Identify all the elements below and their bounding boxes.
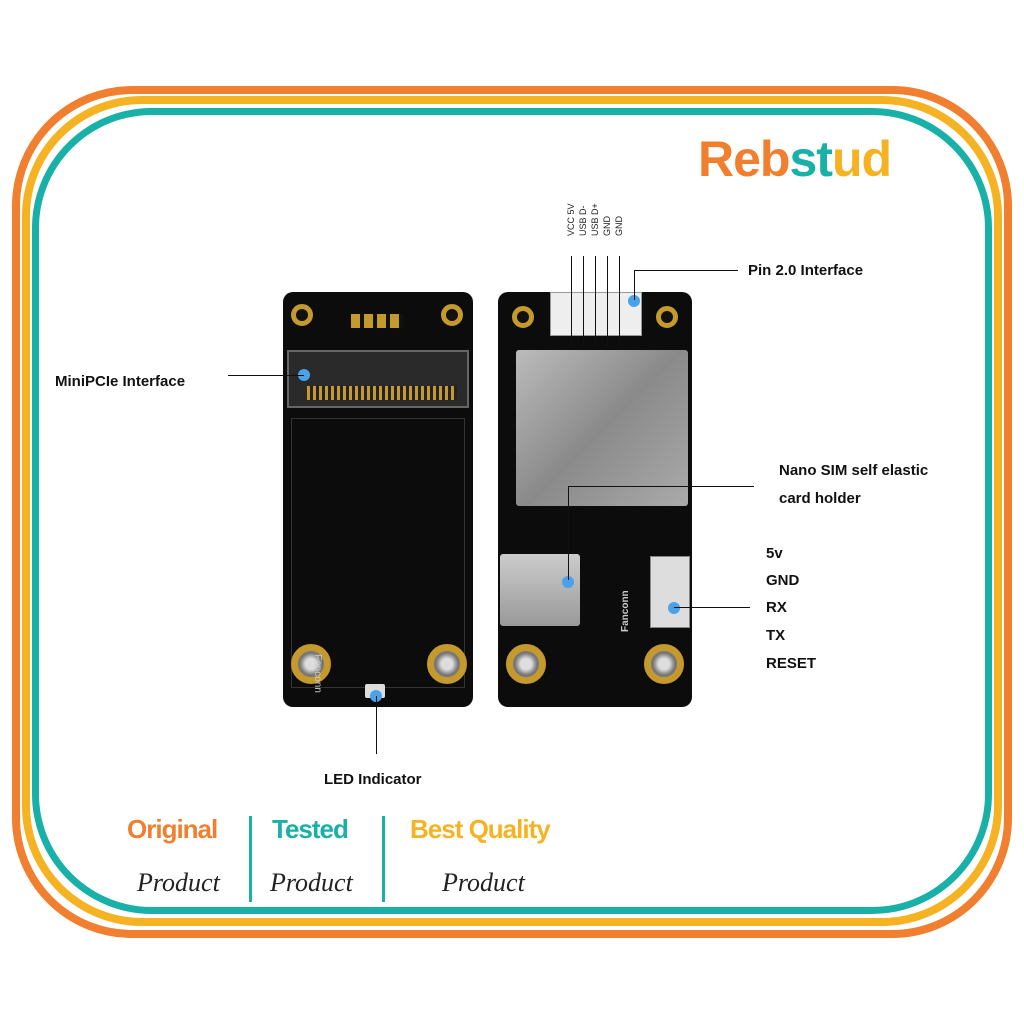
sim-holder (500, 554, 580, 626)
arrow (634, 270, 738, 271)
label-sim: card holder (779, 490, 861, 507)
pin-label: GND (602, 216, 612, 236)
pin-label: USB D+ (590, 203, 600, 236)
label-minipcie: MiniPCIe Interface (55, 373, 186, 390)
marker-dot (298, 369, 310, 381)
board-silkscreen: Fanconn (620, 590, 631, 632)
logo-part: st (789, 131, 832, 187)
arrow (619, 256, 620, 346)
label-sim: Nano SIM self elastic (779, 462, 929, 479)
badge-tested: Tested (272, 814, 349, 844)
pin-label: GND (614, 216, 624, 236)
arrow (571, 256, 572, 346)
pin-label: USB D- (578, 205, 588, 236)
minipcie-slot (287, 350, 469, 408)
pin-label: VCC 5V (566, 203, 576, 236)
mount-hole (441, 304, 463, 326)
marker-dot (668, 602, 680, 614)
board-back: Fanconn (498, 292, 692, 707)
badge-subtitle: Product (442, 868, 525, 897)
modem-shield (516, 350, 688, 506)
orange-border (12, 86, 1012, 938)
arrow (568, 486, 569, 580)
label-pin-interface: Pin 2.0 Interface (748, 262, 864, 279)
teal-border (32, 108, 992, 914)
uart-label: GND (766, 572, 800, 589)
arrow (583, 256, 584, 346)
uart-label: RESET (766, 655, 817, 672)
marker-dot (628, 295, 640, 307)
arrow (674, 607, 750, 608)
logo-part: Reb (698, 131, 790, 187)
mount-hole (291, 304, 313, 326)
badge-subtitle: Product (137, 868, 220, 897)
badge-subtitle: Product (270, 868, 353, 897)
divider (382, 816, 385, 902)
mount-hole (512, 306, 534, 328)
label-led: LED Indicator (324, 771, 422, 788)
arrow (376, 696, 377, 754)
badge-original: Original (127, 814, 218, 844)
uart-connector (650, 556, 690, 628)
badge-best-quality: Best Quality (410, 814, 551, 844)
arrow (595, 256, 596, 346)
divider (249, 816, 252, 902)
board-front: Fanconn (283, 292, 473, 707)
uart-label: TX (766, 627, 786, 644)
uart-label: 5v (766, 545, 783, 562)
standoff (506, 644, 546, 684)
mount-hole (656, 306, 678, 328)
arrow (607, 256, 608, 346)
usb-connector (550, 292, 642, 336)
pads (351, 314, 403, 328)
yellow-border (22, 96, 1002, 926)
standoff (427, 644, 467, 684)
arrow (634, 270, 635, 300)
arrow (568, 486, 754, 487)
standoff (644, 644, 684, 684)
logo-part: ud (831, 131, 892, 187)
brand-logo: Rebstud (698, 130, 892, 188)
marker-dot (562, 576, 574, 588)
standoff (291, 644, 331, 684)
arrow (228, 375, 304, 376)
board-silkscreen: Fanconn (312, 654, 323, 693)
uart-label: RX (766, 599, 787, 616)
